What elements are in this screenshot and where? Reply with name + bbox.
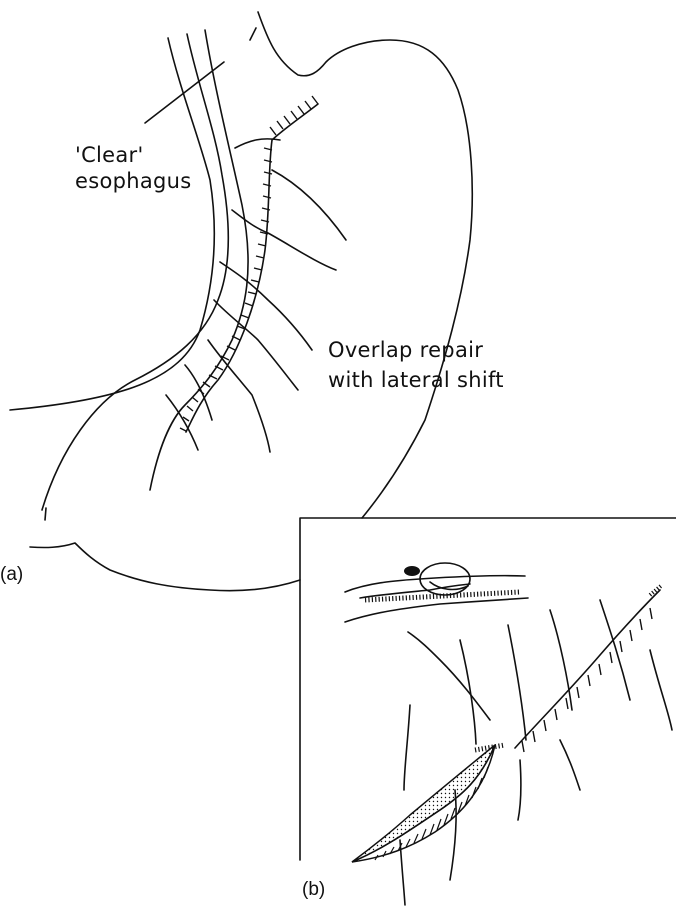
- stomach-outline: [30, 12, 472, 591]
- overlap-repair-label-line2: with lateral shift: [328, 368, 504, 392]
- clear-esophagus-leader: [145, 62, 224, 123]
- clear-esophagus-label-line2: esophagus: [75, 169, 192, 193]
- overlap-repair-label-line1: Overlap repair: [328, 338, 483, 362]
- panel-a: 'Clear' esophagus Overlap repair with la…: [0, 12, 504, 591]
- panel-b: (b): [300, 518, 676, 905]
- vessel-dot: [404, 566, 420, 576]
- panel-b-frame: [300, 518, 676, 860]
- panel-b-label: (b): [302, 879, 325, 900]
- esophagus-middle-line: [42, 34, 228, 510]
- panel-a-label: (a): [0, 564, 23, 585]
- spindle-dotted: [352, 745, 495, 862]
- clear-esophagus-label-line1: 'Clear': [75, 143, 144, 167]
- esophagus-right-line: [150, 30, 248, 490]
- panel-b-suture-line: [515, 590, 660, 748]
- cross-section-inset: [345, 563, 528, 622]
- panel-b-stitches: [522, 608, 652, 752]
- panel-b-vessels: [400, 600, 672, 905]
